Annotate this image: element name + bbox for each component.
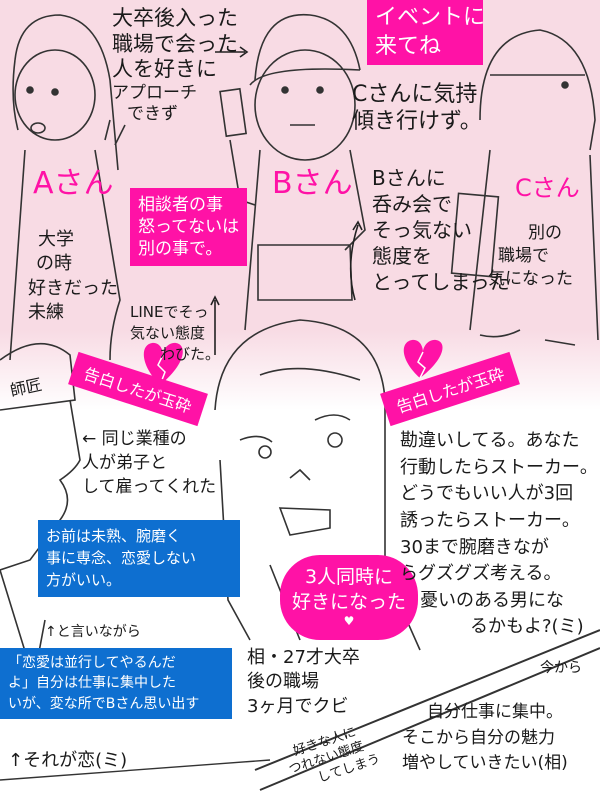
text-line: 後の職場 [247,671,319,693]
text-line: 3ヶ月でクビ [247,695,349,717]
broken-heart-icon [143,339,443,385]
c-feelings-note: Cさんに気持 傾き行けず。 [352,82,482,136]
text-line: そっ気ない [372,218,472,242]
text-line: よ」自分は仕事に集中した [8,675,176,692]
text-line: 怒ってないは [138,217,240,238]
text-line: 好きになった [292,590,407,613]
pole [254,629,600,791]
text-line: そこから自分の魅力 [402,727,555,748]
resolution-note: 自分仕事に集中。 そこから自分の魅力 増やしていきたい(相) [402,700,568,777]
label-c-san: Cさん [515,174,580,202]
mi-sign: ↑それが恋(ミ) [8,750,128,771]
text-line: わびた。 [160,345,221,363]
text-line: 人を好きに [112,57,217,82]
line-note: LINEでそっ 気ない態度 わびた。 [130,302,220,365]
text-line: アプローチ [112,82,197,103]
b-drinking-note: Bさんに 呑み会で そっ気ない 態度を とってしまった [372,165,510,295]
master-note: ← 同じ業種の 人が弟子と して雇ってくれた [82,428,216,499]
text-line: 好きだった [28,277,118,299]
character-c-san [450,29,599,346]
text-line: Bさんに [372,166,446,190]
text-line: 態度を [372,244,432,268]
text-line: 自分仕事に集中。 [427,702,563,722]
text-line: 「恋愛は並行してやるんだ [8,655,176,671]
saying-note: ↑と言いながら [45,624,141,640]
text-line: イベントに [375,5,486,30]
text-line: とってしまった [372,270,510,294]
text-line: 誘ったらストーカー。 [400,509,580,531]
text-line: 相・27才大卒 [247,647,360,668]
text-line: 気ない態度 [130,324,206,342]
advice-note: 勘違いしてる。あなた 行動したらストーカー。 どうでもいい人が3回 誘ったらスト… [400,428,598,641]
arrow-icon [215,46,249,58]
pink-background [0,0,600,370]
text-line: 傾き行けず。 [352,108,482,134]
text-line: 勘違いしてる。あなた [400,430,580,451]
text-line: 30まで腕磨きなが [400,536,549,558]
text-line: 別の [528,223,562,243]
text-line: の時 [36,253,72,275]
text-line: 大卒後入った [112,6,238,30]
text-line: 職場で [498,245,549,266]
text-line: 人が弟子と [82,452,167,473]
text-line: いが、変な所でBさん思い出す [8,695,200,712]
text-line: 行動したらストーカー。 [400,456,598,478]
text-line: できず [127,103,178,124]
text-line: お前は未熟、腕磨く [46,527,182,545]
consult-box: 相談者の事 怒ってないは 別の事で。 [130,188,248,267]
label-b-san: Bさん [272,166,353,201]
text-line: 増やしていきたい(相) [402,753,568,773]
text-line: 呑み会で [372,192,452,216]
text-line: して雇ってくれた [82,476,217,497]
narration-b-approach: 大卒後入った 職場で会った 人を好きに アプローチ できず [112,6,238,124]
character-a-san [9,14,126,361]
text-line: 相談者の事 [138,195,223,215]
text-line: 憂いのある男にな [420,589,564,611]
text-line: LINEでそっ [130,303,209,321]
text-line: ← 同じ業種の [82,429,187,449]
label-a-san: Aさん [33,166,114,201]
text-line: 来てね [375,33,442,59]
cloud-three-people: 3人同時に 好きになった ♥ [280,555,419,640]
mi-quote-box: 「恋愛は並行してやるんだ よ」自分は仕事に集中した いが、変な所でBさん思い出す [0,648,232,719]
a-note: 大学 の時 好きだった 未練 [28,228,118,325]
text-line: Cさんに気持 [352,82,478,107]
text-line: らグズグズ考える。 [400,563,562,585]
master-quote-box: お前は未熟、腕磨く 事に専念、恋愛しない 方がいい。 [38,520,240,598]
text-line: 3人同時に [304,566,394,588]
text-line: 職場で会った [112,31,238,56]
text-line: 方がいい。 [46,570,122,589]
text-line: 大学 [38,229,74,250]
c-note: 別の 職場で 気になった [488,222,573,291]
profile-note: 相・27才大卒 後の職場 3ヶ月でクビ [247,646,360,719]
text-line: 気になった [488,268,573,289]
speech-box-event: イベントに 来てね [367,0,486,66]
heart-icon: ♥ [343,614,355,629]
from-now-note: 今から [540,660,582,676]
text-line: 未練 [28,301,64,323]
text-line: 別の事で。 [138,239,223,260]
text-line: 事に専念、恋愛しない [46,548,197,567]
text-line: どうでもいい人が3回 [400,483,574,505]
text-line: るかもよ?(ミ) [470,616,584,638]
